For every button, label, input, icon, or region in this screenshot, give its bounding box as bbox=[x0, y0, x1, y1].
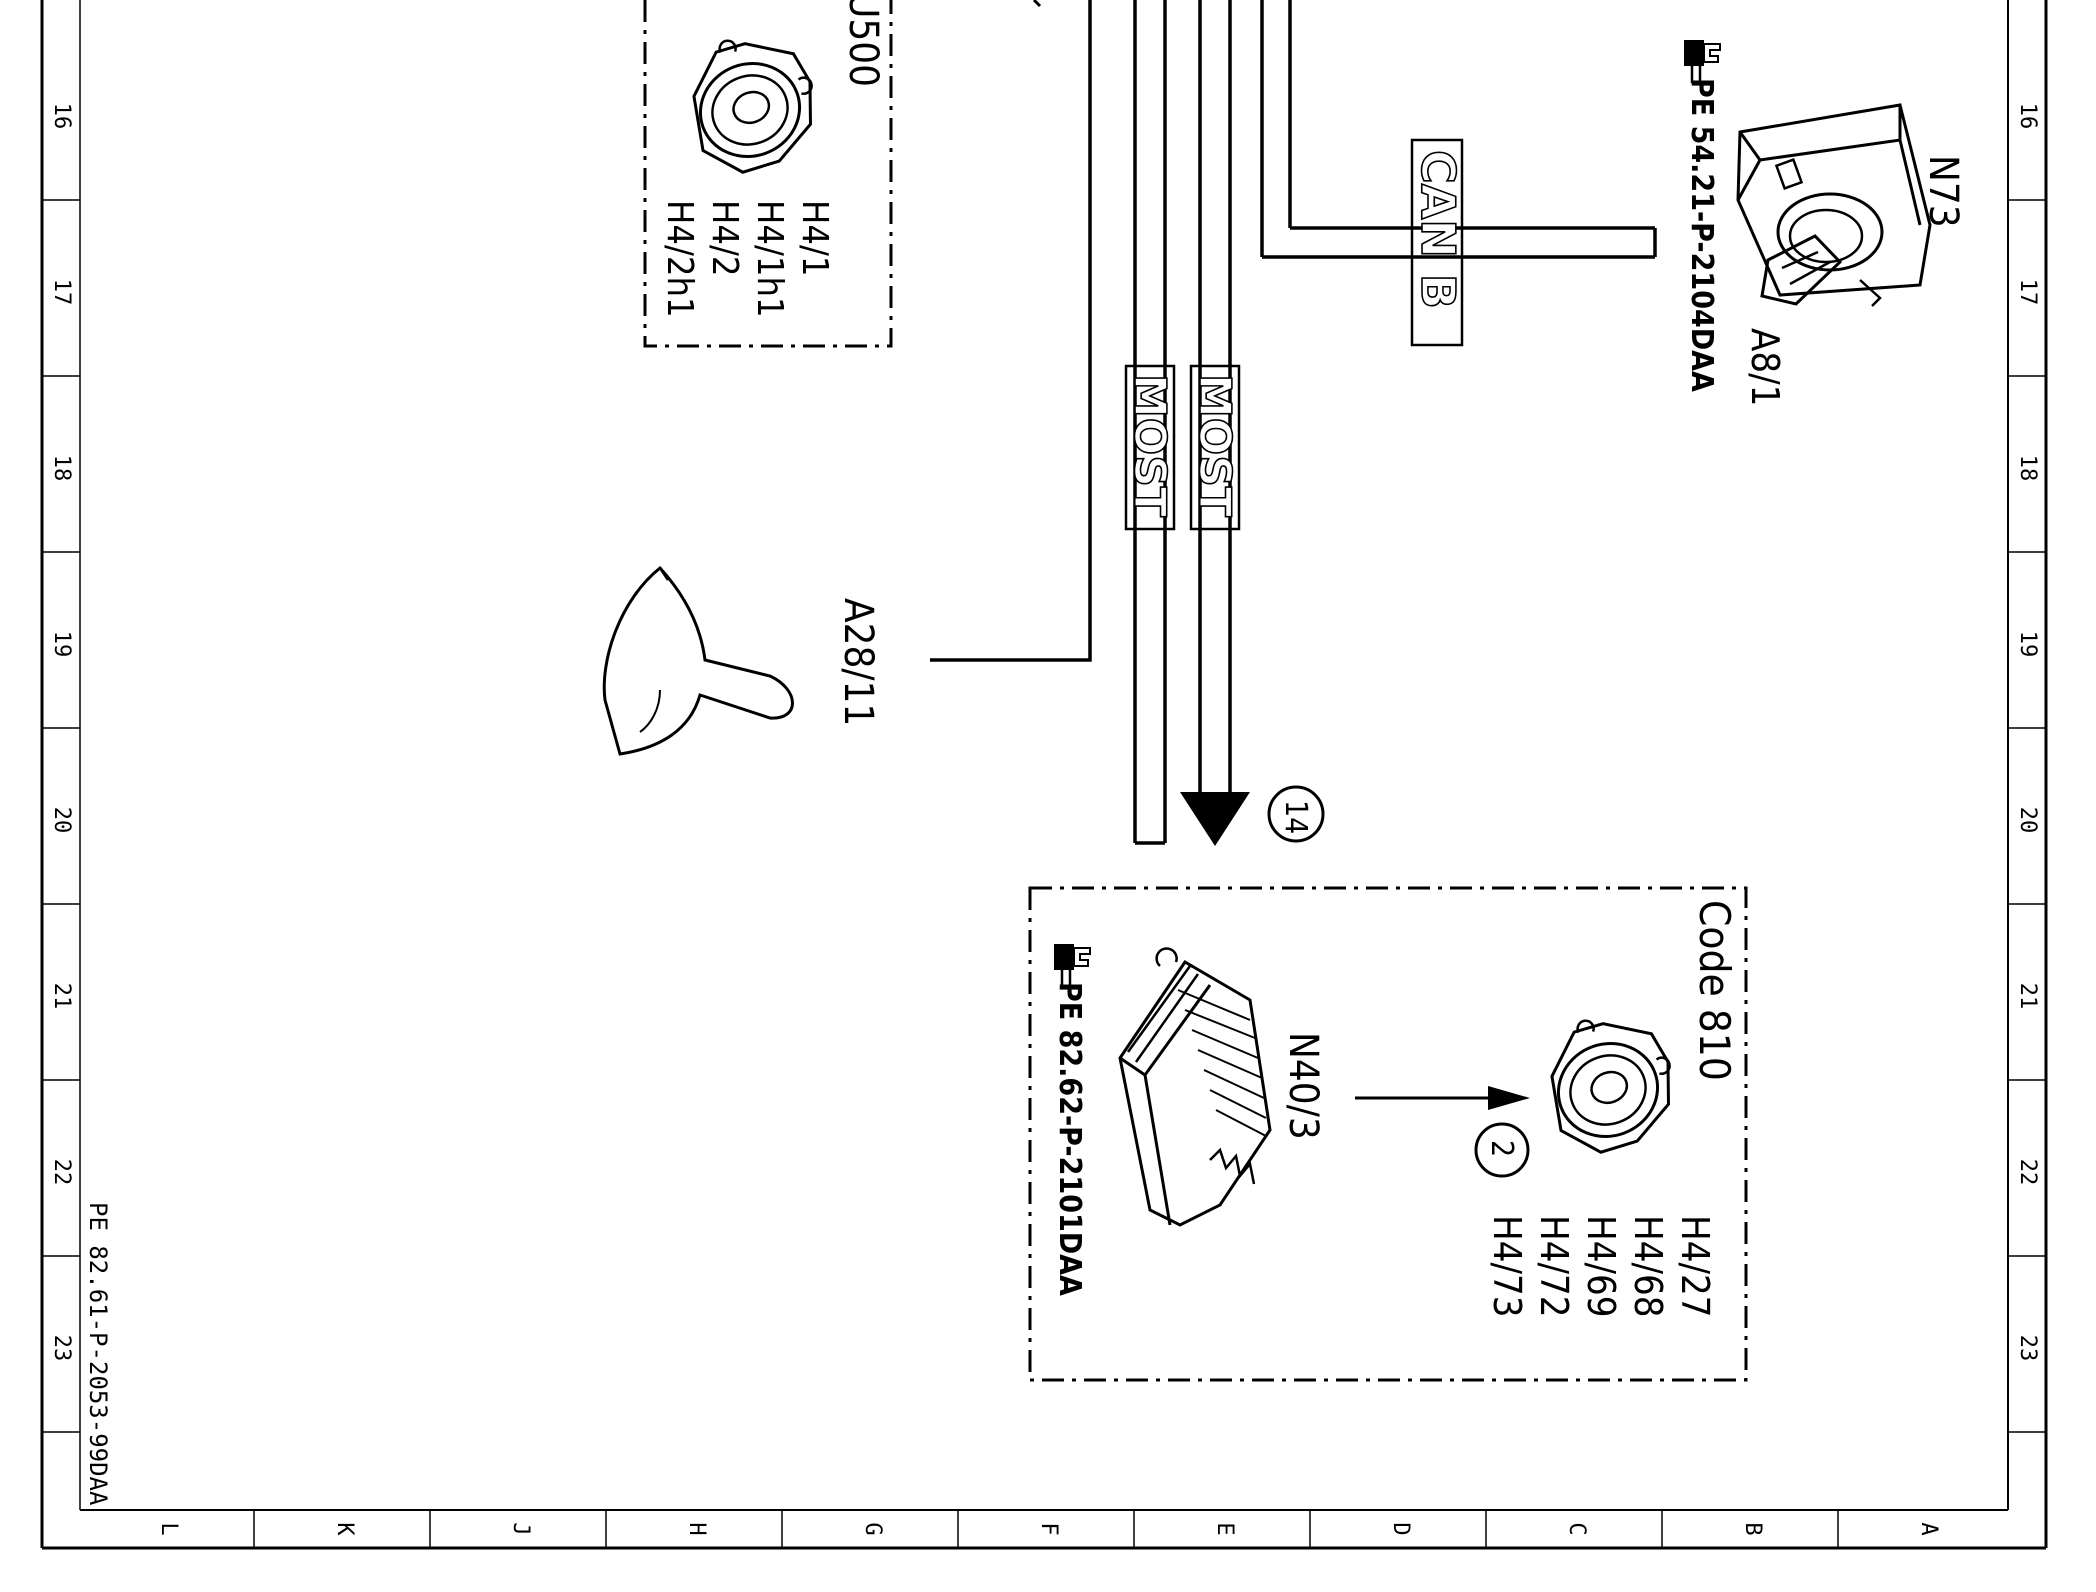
reference-number: 14 bbox=[1278, 800, 1313, 834]
a28-11-component: A28/11 bbox=[602, 565, 881, 756]
row-label: 19 bbox=[49, 631, 74, 658]
code-810-item: H4/72 bbox=[1532, 1215, 1576, 1317]
column-label: F bbox=[1036, 1522, 1061, 1535]
reference-14: 14 bbox=[1267, 785, 1325, 843]
row-label: 19 bbox=[2015, 631, 2040, 658]
row-label: 17 bbox=[2015, 279, 2040, 306]
signal-arrow bbox=[1488, 1086, 1530, 1110]
column-label: K bbox=[332, 1522, 357, 1536]
column-labels: L K J H G F E D C B A bbox=[156, 1522, 1941, 1536]
code-810-item: H4/68 bbox=[1626, 1215, 1670, 1317]
amplifier-module-icon bbox=[1118, 947, 1272, 1227]
a28-11-label: A28/11 bbox=[835, 598, 881, 726]
row-label: 20 bbox=[49, 807, 74, 834]
column-label: G bbox=[860, 1522, 885, 1535]
n73-component: N73 A8/1 PE 54.21-P-2104DAA bbox=[1684, 40, 1966, 406]
row-label: 21 bbox=[49, 983, 74, 1010]
row-label: 22 bbox=[49, 1159, 74, 1186]
drawing-frame bbox=[40, 0, 2048, 1550]
u500-label: U500 bbox=[840, 0, 886, 87]
ignition-switch-icon bbox=[1736, 103, 1932, 307]
row-label: 20 bbox=[2015, 807, 2040, 834]
n73-ref: PE 54.21-P-2104DAA bbox=[1684, 78, 1719, 392]
column-label: J bbox=[508, 1522, 533, 1535]
row-label: 16 bbox=[49, 103, 74, 130]
most-bus-label: MOST bbox=[1189, 374, 1240, 517]
n73-sub-label: A8/1 bbox=[1743, 328, 1787, 406]
code-810-group: Code 810 H4/27 H4/68 H4/69 H4/72 H4/73 N… bbox=[1028, 886, 1748, 1382]
left-border-strip bbox=[42, 0, 81, 1510]
column-label: C bbox=[1564, 1522, 1589, 1535]
column-label: E bbox=[1212, 1522, 1237, 1535]
row-label: 18 bbox=[49, 455, 74, 482]
row-label: 22 bbox=[2015, 1159, 2040, 1186]
code-810-item: H4/73 bbox=[1485, 1215, 1529, 1317]
u500-item: H4/2h1 bbox=[659, 200, 700, 318]
u500-item: H4/1h1 bbox=[749, 200, 790, 318]
row-label: 17 bbox=[49, 279, 74, 306]
column-label: A bbox=[1916, 1522, 1941, 1535]
antenna-icon bbox=[602, 565, 794, 756]
bus-labels: CAN B MOST MOST bbox=[1123, 138, 1466, 531]
row-label: 18 bbox=[2015, 455, 2040, 482]
code-810-item: H4/27 bbox=[1673, 1215, 1717, 1317]
row-label: 23 bbox=[49, 1335, 74, 1362]
reference-hand-icon bbox=[1684, 40, 1721, 84]
n40-3-label: N40/3 bbox=[1280, 1032, 1326, 1140]
code-810-label: Code 810 bbox=[1690, 900, 1739, 1081]
u500-item: H4/2 bbox=[704, 200, 745, 276]
wiring bbox=[930, 0, 1657, 845]
bottom-border-strip bbox=[253, 1510, 1839, 1548]
row-labels-left: 16 17 18 19 20 21 22 23 bbox=[49, 103, 74, 1362]
reference-hand-icon bbox=[1054, 944, 1091, 988]
u500-item: H4/1 bbox=[794, 200, 835, 276]
can-bus-label: CAN B bbox=[1411, 150, 1465, 309]
right-border-strip bbox=[2008, 199, 2046, 1433]
speaker-icon bbox=[692, 39, 813, 174]
most-bus-label: MOST bbox=[1124, 374, 1175, 517]
reference-2: 2 bbox=[1474, 1122, 1530, 1178]
code-810-item: H4/69 bbox=[1579, 1215, 1623, 1317]
row-label: 23 bbox=[2015, 1335, 2040, 1362]
n40-3-ref: PE 82.62-P-2101DAA bbox=[1052, 982, 1087, 1296]
column-label: D bbox=[1388, 1522, 1413, 1535]
column-label: B bbox=[1740, 1522, 1765, 1535]
reference-number: 2 bbox=[1484, 1140, 1519, 1157]
most-direction-arrow bbox=[1180, 792, 1250, 846]
u500-group: U500 H4/1 H4/1h1 H4/2 H4/2h1 bbox=[643, 0, 893, 348]
row-label: 21 bbox=[2015, 983, 2040, 1010]
speaker-icon bbox=[1550, 1019, 1671, 1154]
column-label: H bbox=[684, 1522, 709, 1535]
row-labels-right: 16 17 18 19 20 21 22 23 bbox=[2015, 103, 2040, 1362]
column-label: L bbox=[156, 1522, 181, 1535]
document-reference: PE 82.61-P-2053-99DAA bbox=[84, 1202, 112, 1506]
row-label: 16 bbox=[2015, 103, 2040, 130]
